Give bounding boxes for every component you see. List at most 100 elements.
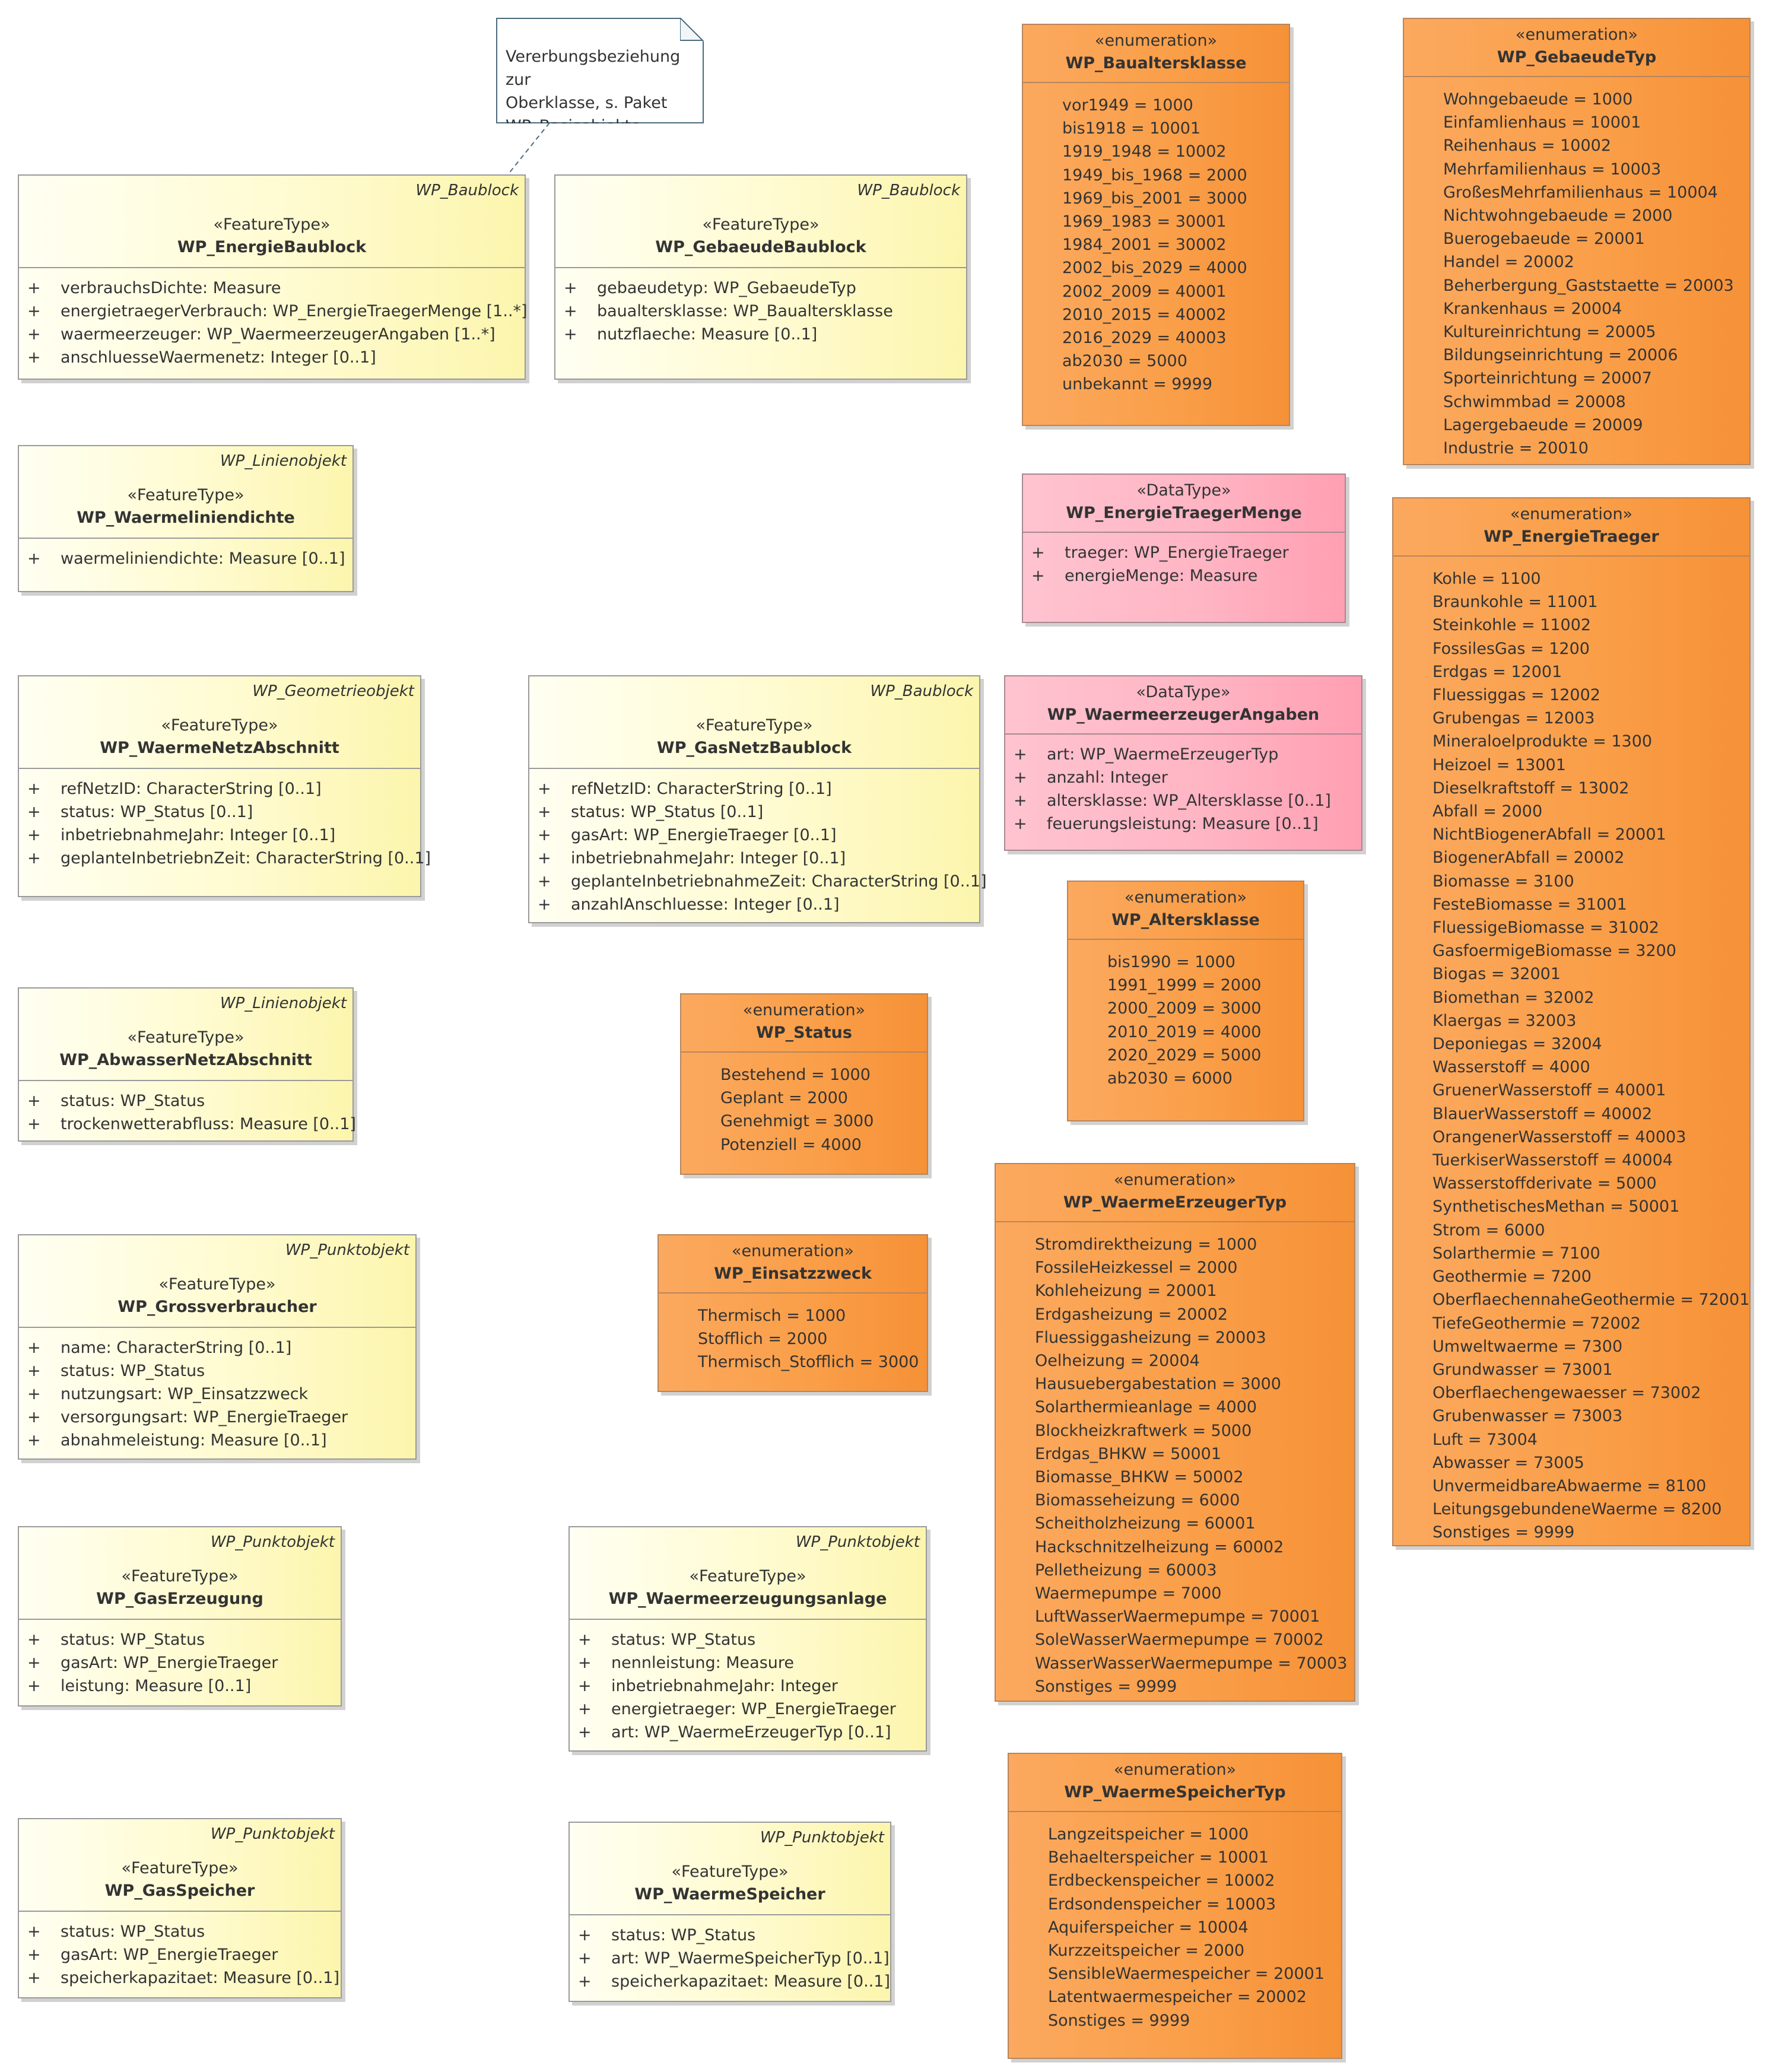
enum-literal: FossileHeizkessel = 2000: [1035, 1259, 1238, 1277]
enum-literal: Braunkohle = 11001: [1433, 593, 1598, 612]
attribute: +status: WP_Status: [27, 1922, 205, 1941]
note-line: WP_Basisobjekte: [506, 117, 641, 135]
attribute: +status: WP_Status [0..1]: [27, 803, 253, 821]
enum-wp-waermeerzeugertyp[interactable]: «enumeration» WP_WaermeErzeugerTyp Strom…: [995, 1163, 1355, 1702]
class-name: WP_WaermeSpeicher: [634, 1885, 825, 1903]
enum-wp-gebaeudetyp[interactable]: «enumeration» WP_GebaeudeTyp Wohngebaeud…: [1403, 18, 1751, 465]
enum-literal: 2010_2019 = 4000: [1107, 1022, 1262, 1041]
enum-wp-waermespeichertyp[interactable]: «enumeration» WP_WaermeSpeicherTyp Langz…: [1008, 1753, 1342, 2059]
enum-literal: Kohleheizung = 20001: [1035, 1282, 1217, 1301]
enum-literal: Aquiferspeicher = 10004: [1048, 1918, 1249, 1937]
attribute-list: +status: WP_Status +nennleistung: Measur…: [570, 1620, 926, 1751]
enum-literal: Biogas = 32001: [1433, 965, 1561, 984]
class-wp-energiebaublock[interactable]: WP_Baublock «FeatureType» WP_EnergieBaub…: [18, 174, 528, 380]
parent-class-label: WP_Linienobjekt: [220, 452, 347, 470]
attribute: +status: WP_Status: [27, 1362, 205, 1380]
enum-literal: Kultureinrichtung = 20005: [1443, 323, 1656, 342]
datatype-wp-waermeerzeugerangaben[interactable]: «DataType» WP_WaermeerzeugerAngaben +art…: [1004, 675, 1362, 851]
enum-literal: SynthetischesMethan = 50001: [1433, 1197, 1680, 1216]
attribute: +anzahl: Integer: [1014, 768, 1168, 787]
enum-literal: NichtBiogenerAbfall = 20001: [1433, 825, 1666, 844]
stereotype-label: «enumeration»: [1124, 888, 1247, 907]
enum-literal: Wohngebaeude = 1000: [1443, 90, 1633, 109]
class-wp-grossverbraucher[interactable]: WP_Punktobjekt «FeatureType» WP_Grossver…: [18, 1234, 417, 1460]
enum-literal: Fluessiggasheizung = 20003: [1035, 1328, 1266, 1347]
enum-literal: 2010_2015 = 40002: [1062, 305, 1227, 324]
enum-literal: Stofflich = 2000: [698, 1330, 828, 1349]
note-connector: [507, 122, 550, 175]
class-name: WP_GasErzeugung: [96, 1590, 263, 1608]
attribute: +trockenwetterabfluss: Measure [0..1]: [27, 1115, 356, 1133]
enum-wp-energietraeger[interactable]: «enumeration» WP_EnergieTraeger Kohle = …: [1392, 497, 1751, 1546]
literal-list: Stromdirektheizung = 1000 FossileHeizkes…: [996, 1222, 1354, 1705]
enum-literal: Steinkohle = 11002: [1433, 616, 1592, 635]
class-wp-waermeerzeugungsanlage[interactable]: WP_Punktobjekt «FeatureType» WP_Waermeer…: [568, 1526, 927, 1752]
class-wp-waermenetzabschnitt[interactable]: WP_Geometrieobjekt «FeatureType» WP_Waer…: [18, 675, 431, 897]
class-header: «enumeration» WP_EnergieTraeger: [1393, 498, 1749, 557]
enum-literal: Waermepumpe = 7000: [1035, 1584, 1222, 1603]
class-name: WP_Waermeerzeugungsanlage: [608, 1590, 887, 1608]
enum-literal: Einfamlienhaus = 10001: [1443, 113, 1641, 132]
enum-literal: Klaergas = 32003: [1433, 1011, 1577, 1030]
attribute-list: +waermeliniendichte: Measure [0..1]: [19, 539, 352, 577]
class-wp-gebaeudebaublock[interactable]: WP_Baublock «FeatureType» WP_GebaeudeBau…: [554, 174, 967, 380]
class-wp-abwassernetzabschnitt[interactable]: WP_Linienobjekt «FeatureType» WP_Abwasse…: [18, 987, 356, 1142]
enum-literal: Thermisch = 1000: [698, 1307, 846, 1325]
enum-literal: Nichtwohngebaeude = 2000: [1443, 206, 1673, 225]
class-name: WP_Waermeliniendichte: [77, 509, 295, 527]
note-fold-corner-icon: [680, 18, 704, 41]
class-name: WP_WaermeErzeugerTyp: [1063, 1193, 1287, 1212]
datatype-wp-energietraegermenge[interactable]: «DataType» WP_EnergieTraegerMenge +traeg…: [1022, 473, 1346, 623]
class-name: WP_EnergieBaublock: [177, 238, 367, 256]
attribute: +baualtersklasse: WP_Baualtersklasse: [564, 302, 893, 320]
attribute: +energieMenge: Measure: [1031, 567, 1258, 585]
class-wp-gasspeicher[interactable]: WP_Punktobjekt «FeatureType» WP_GasSpeic…: [18, 1818, 342, 1998]
class-name: WP_Grossverbraucher: [117, 1298, 317, 1316]
enum-literal: bis1918 = 10001: [1062, 119, 1201, 138]
enum-literal: 2016_2029 = 40003: [1062, 329, 1227, 348]
enum-literal: OrangenerWasserstoff = 40003: [1433, 1127, 1686, 1146]
attribute-list: +gebaeudetyp: WP_GebaeudeTyp +baualtersk…: [555, 268, 966, 353]
enum-literal: Grubengas = 12003: [1433, 709, 1595, 728]
enum-literal: Buerogebaeude = 20001: [1443, 230, 1645, 249]
attribute: +waermeliniendichte: Measure [0..1]: [27, 549, 345, 568]
class-header: «enumeration» WP_Baualtersklasse: [1023, 25, 1289, 83]
enum-literal: Reihenhaus = 10002: [1443, 136, 1612, 155]
enum-wp-baualtersklasse[interactable]: «enumeration» WP_Baualtersklasse vor1949…: [1022, 24, 1290, 426]
inheritance-note[interactable]: Vererbungsbeziehung zur Oberklasse, s. P…: [496, 18, 704, 123]
enum-literal: SensibleWaermespeicher = 20001: [1048, 1965, 1325, 1984]
attribute: +waermeerzeuger: WP_WaermeerzeugerAngabe…: [27, 325, 496, 344]
enum-literal: Sonstiges = 9999: [1035, 1677, 1177, 1696]
enum-literal: TiefeGeothermie = 72002: [1433, 1314, 1641, 1333]
enum-literal: Grundwasser = 73001: [1433, 1360, 1613, 1379]
attribute-list: +status: WP_Status +art: WP_WaermeSpeich…: [570, 1915, 890, 2000]
enum-literal: Potenziell = 4000: [720, 1135, 862, 1154]
enum-literal: Luft = 73004: [1433, 1430, 1538, 1449]
class-wp-waermeliniendichte[interactable]: WP_Linienobjekt «FeatureType» WP_Waermel…: [18, 445, 354, 592]
enum-literal: Oberflaechengewaesser = 73002: [1433, 1384, 1701, 1403]
class-wp-gaserzeugung[interactable]: WP_Punktobjekt «FeatureType» WP_GasErzeu…: [18, 1526, 342, 1706]
enum-literal: Grubenwasser = 73003: [1433, 1407, 1623, 1426]
class-header: «enumeration» WP_WaermeSpeicherTyp: [1009, 1754, 1341, 1812]
class-name: WP_GasNetzBaublock: [656, 739, 852, 757]
class-wp-gasnetzbaublock[interactable]: WP_Baublock «FeatureType» WP_GasNetzBaub…: [528, 675, 987, 923]
enum-wp-status[interactable]: «enumeration» WP_Status Bestehend = 1000…: [680, 993, 928, 1175]
enum-literal: Pelletheizung = 60003: [1035, 1561, 1217, 1580]
attribute: +traeger: WP_EnergieTraeger: [1031, 544, 1289, 562]
attribute: +gasArt: WP_EnergieTraeger: [27, 1946, 278, 1964]
enum-wp-altersklasse[interactable]: «enumeration» WP_Altersklasse bis1990 = …: [1067, 881, 1304, 1121]
stereotype-label: «FeatureType»: [671, 1863, 789, 1881]
literal-list: Bestehend = 1000 Geplant = 2000 Genehmig…: [681, 1053, 927, 1164]
parent-class-label: WP_Punktobjekt: [210, 1825, 335, 1843]
enum-wp-einsatzzweck[interactable]: «enumeration» WP_Einsatzzweck Thermisch …: [658, 1234, 928, 1392]
enum-literal: Wasserstoff = 4000: [1433, 1058, 1590, 1077]
attribute: +art: WP_WaermeErzeugerTyp: [1014, 745, 1279, 764]
class-header: «enumeration» WP_Altersklasse: [1068, 882, 1303, 940]
class-wp-waermespeicher[interactable]: WP_Punktobjekt «FeatureType» WP_WaermeSp…: [568, 1822, 891, 2002]
parent-class-label: WP_Punktobjekt: [795, 1533, 920, 1551]
stereotype-label: «FeatureType»: [158, 1275, 276, 1294]
enum-literal: Geplant = 2000: [720, 1089, 848, 1108]
enum-literal: 1991_1999 = 2000: [1107, 976, 1262, 995]
literal-list: Langzeitspeicher = 1000 Behaelterspeiche…: [1009, 1812, 1341, 2039]
enum-literal: Erdbeckenspeicher = 10002: [1048, 1871, 1275, 1890]
